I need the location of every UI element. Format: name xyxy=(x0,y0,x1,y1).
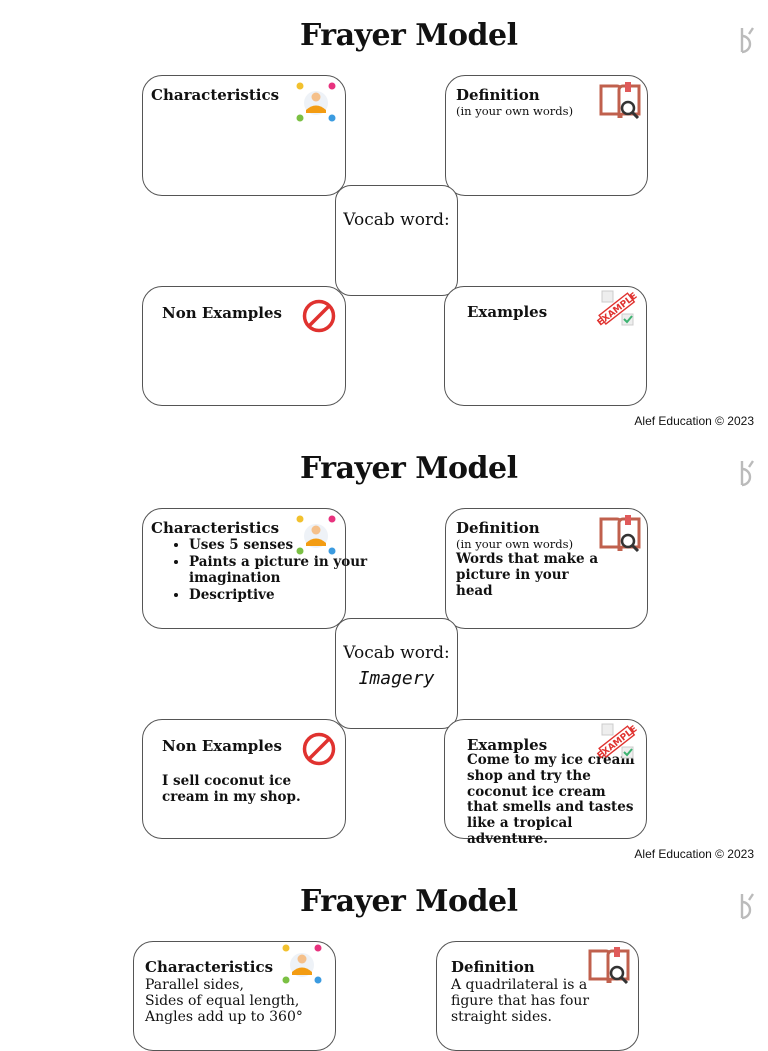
definition-label: Definition xyxy=(456,519,540,537)
list-item: Descriptive xyxy=(189,587,374,604)
non-examples-label: Non Examples xyxy=(162,737,282,755)
vocab-box[interactable]: Vocab word: xyxy=(335,185,458,296)
no-sign-icon xyxy=(301,298,337,334)
definition-text: A quadrilateral is a figure that has fou… xyxy=(451,977,590,1025)
person-network-icon xyxy=(280,942,324,988)
model-title: Frayer Model xyxy=(300,451,518,486)
book-magnifier-icon xyxy=(587,945,631,989)
brand-logo-icon xyxy=(732,22,760,58)
brand-logo-icon xyxy=(732,455,760,491)
list-item: Uses 5 senses xyxy=(189,537,374,554)
person-network-icon xyxy=(294,513,338,559)
characteristics-label: Characteristics xyxy=(151,519,280,537)
definition-sublabel: (in your own words) xyxy=(456,104,574,118)
non-examples-box[interactable] xyxy=(142,719,346,839)
examples-box[interactable] xyxy=(444,719,647,839)
non-examples-box[interactable] xyxy=(142,286,346,406)
book-magnifier-icon xyxy=(598,513,642,557)
examples-box[interactable] xyxy=(444,286,647,406)
non-examples-label: Non Examples xyxy=(162,304,282,322)
examples-text: Come to my ice cream shop and try the co… xyxy=(467,752,635,847)
person-network-icon xyxy=(294,80,338,126)
examples-label: Examples xyxy=(467,303,548,321)
definition-sublabel: (in your own words) xyxy=(456,537,574,551)
list-item: Paints a picture in your imagination xyxy=(189,554,374,587)
examples-label: Examples xyxy=(467,736,548,754)
vocab-label: Vocab word: xyxy=(343,643,450,663)
model-title: Frayer Model xyxy=(300,884,518,919)
model-title: Frayer Model xyxy=(300,18,518,53)
text-line: Parallel sides, xyxy=(145,977,244,993)
definition-label: Definition xyxy=(451,958,535,976)
brand-logo-icon xyxy=(732,888,760,924)
characteristics-label: Characteristics xyxy=(151,86,280,104)
footer-copyright: Alef Education © 2023 xyxy=(634,414,754,428)
vocab-word: Imagery xyxy=(358,668,435,689)
vocab-box[interactable]: Vocab word: Imagery xyxy=(335,618,458,729)
characteristics-list: Uses 5 senses Paints a picture in your i… xyxy=(151,537,374,603)
example-stamp-icon: EXAMPLE xyxy=(596,288,638,330)
characteristics-text: Parallel sides, Sides of equal length, A… xyxy=(145,977,330,1025)
footer-copyright: Alef Education © 2023 xyxy=(634,847,754,861)
characteristics-label: Characteristics xyxy=(145,958,274,976)
example-stamp-icon: EXAMPLE xyxy=(596,721,638,763)
vocab-label: Vocab word: xyxy=(343,210,450,230)
non-examples-text: I sell coconut ice cream in my shop. xyxy=(162,773,301,805)
definition-text: Words that make a picture in your head xyxy=(456,551,599,599)
text-line: Sides of equal length, xyxy=(145,993,300,1009)
text-line: Angles add up to 360° xyxy=(145,1009,303,1025)
no-sign-icon xyxy=(301,731,337,767)
book-magnifier-icon xyxy=(598,80,642,124)
definition-label: Definition xyxy=(456,86,540,104)
